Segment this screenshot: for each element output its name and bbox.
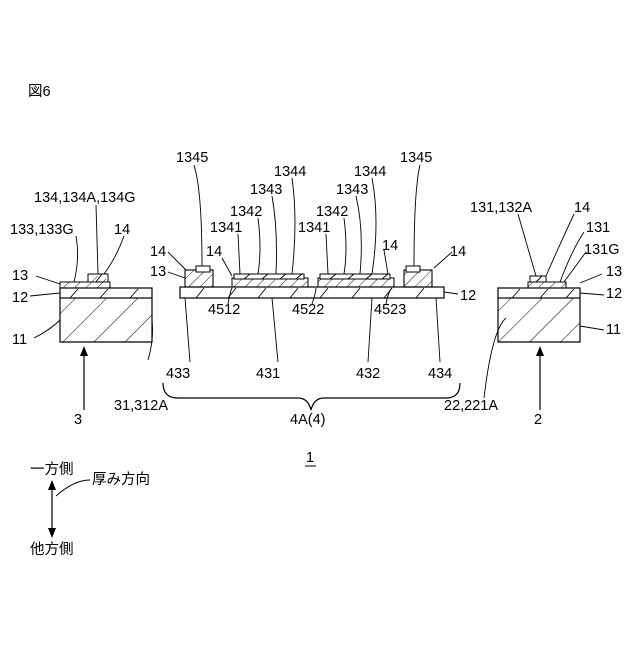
label-11-left: 11 xyxy=(12,332,27,348)
figure-title: 図6 xyxy=(28,83,51,100)
label-3: 3 xyxy=(74,412,82,428)
brace-4A xyxy=(163,383,460,410)
legend-direction: 厚み方向 xyxy=(92,471,150,488)
label-131: 131 xyxy=(586,220,610,236)
label-1343-left: 1343 xyxy=(250,182,282,198)
label-433: 433 xyxy=(166,366,190,382)
label-434: 434 xyxy=(428,366,452,382)
label-1342-left: 1342 xyxy=(230,204,262,220)
label-12-right: 12 xyxy=(606,286,622,302)
label-1: 1 xyxy=(306,450,314,466)
label-1344-right: 1344 xyxy=(354,164,386,180)
label-1345-left: 1345 xyxy=(176,150,208,166)
label-1341-right: 1341 xyxy=(298,220,330,236)
legend-down: 他方側 xyxy=(30,541,74,558)
label-133: 133,133G xyxy=(10,222,74,238)
left-structure xyxy=(60,274,152,342)
label-1343-right: 1343 xyxy=(336,182,368,198)
label-12-left: 12 xyxy=(12,290,28,306)
label-4A: 4A(4) xyxy=(290,412,325,428)
label-1344-left: 1344 xyxy=(274,164,306,180)
label-11-right: 11 xyxy=(606,322,621,338)
center-structure xyxy=(180,266,444,298)
label-14-c: 14 xyxy=(382,238,398,254)
label-1342-right: 1342 xyxy=(316,204,348,220)
label-31-312A: 31,312A xyxy=(114,398,168,414)
element-1345-left xyxy=(185,270,213,287)
label-2: 2 xyxy=(534,412,542,428)
label-432: 432 xyxy=(356,366,380,382)
label-14-b: 14 xyxy=(206,244,222,260)
label-134: 134,134A,134G xyxy=(34,190,136,206)
label-22-221A: 22,221A xyxy=(444,398,498,414)
label-13-right: 13 xyxy=(606,264,622,280)
layer-12-center xyxy=(180,287,444,298)
legend-up: 一方側 xyxy=(30,461,74,478)
label-4522: 4522 xyxy=(292,302,324,318)
label-1345-right: 1345 xyxy=(400,150,432,166)
arrow-down-icon xyxy=(48,528,56,538)
label-131G: 131G xyxy=(584,242,619,258)
direction-legend: 一方側 他方側 厚み方向 xyxy=(30,461,150,558)
label-431: 431 xyxy=(256,366,280,382)
label-13-mid: 13 xyxy=(150,264,166,280)
label-14-a: 14 xyxy=(150,244,166,260)
layer-12-left xyxy=(60,288,152,298)
label-4523: 4523 xyxy=(374,302,406,318)
label-13-left: 13 xyxy=(12,268,28,284)
element-1345-right xyxy=(404,270,432,287)
label-14-left: 14 xyxy=(114,222,130,238)
layer-13-right xyxy=(528,282,566,288)
right-structure xyxy=(498,276,580,342)
label-1341-left: 1341 xyxy=(210,220,242,236)
label-12-mid: 12 xyxy=(460,288,476,304)
arrow-up-icon xyxy=(48,480,56,490)
label-131-132A: 131,132A xyxy=(470,200,532,216)
layer-13-left xyxy=(60,282,110,288)
label-4512: 4512 xyxy=(208,302,240,318)
label-14-right: 14 xyxy=(574,200,590,216)
pad-14-right xyxy=(530,276,546,282)
label-14-d: 14 xyxy=(450,244,466,260)
